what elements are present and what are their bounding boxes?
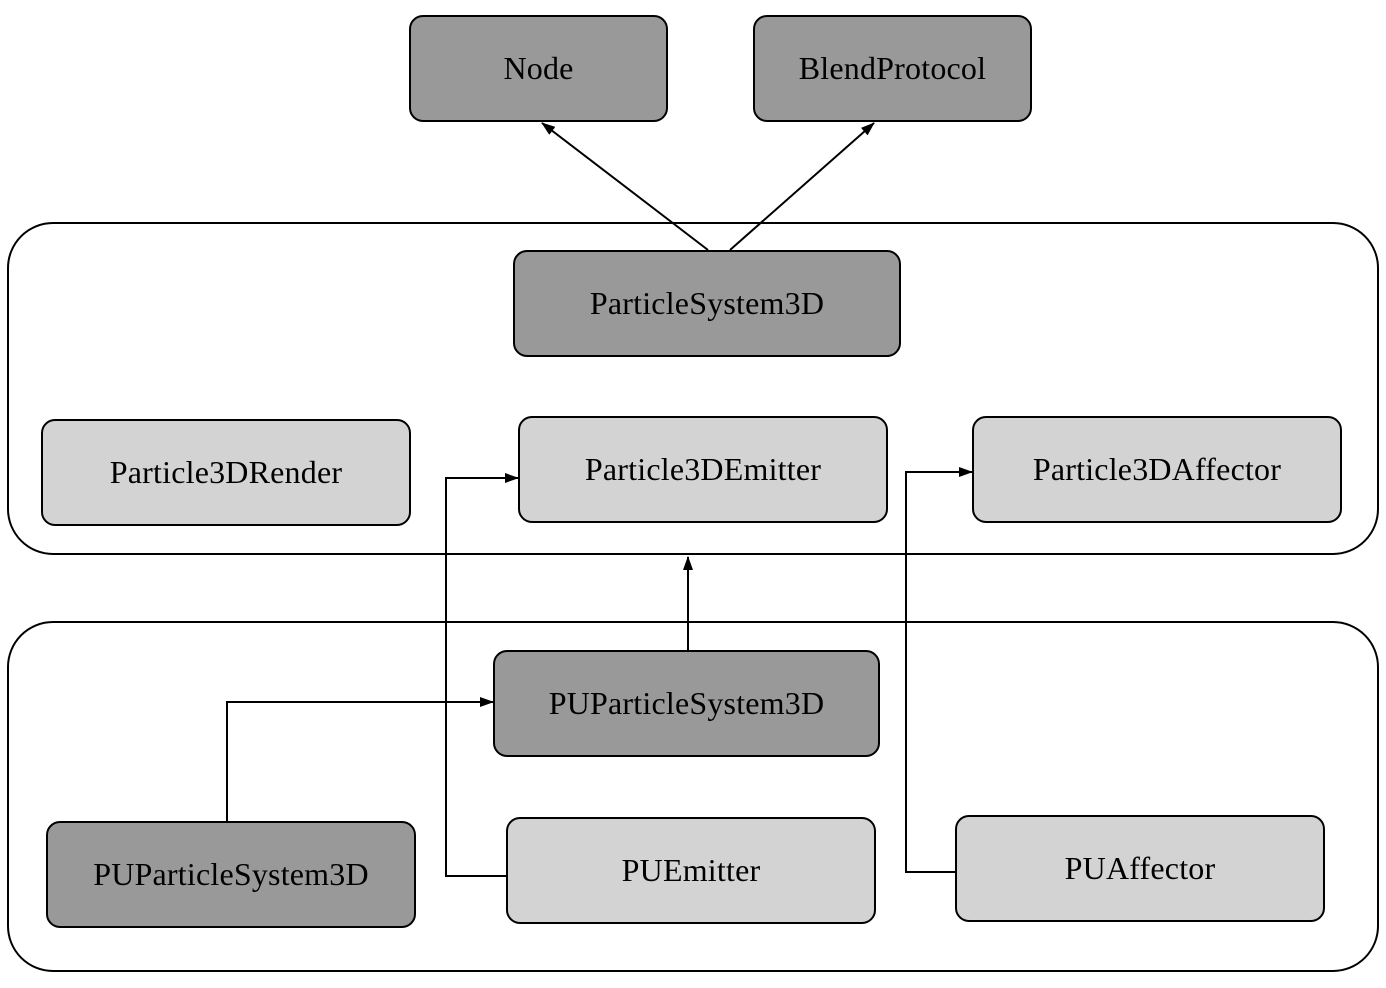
- node-puparticlesystem3d-child: PUParticleSystem3D: [46, 821, 416, 928]
- node-particlesystem3d-label: ParticleSystem3D: [589, 285, 825, 321]
- node-node-label: Node: [503, 50, 574, 86]
- node-puparticlesystem3d-child-label: PUParticleSystem3D: [93, 856, 369, 892]
- node-particlesystem3d: ParticleSystem3D: [513, 250, 901, 357]
- node-node: Node: [409, 15, 668, 122]
- node-puaffector-label: PUAffector: [1064, 850, 1216, 886]
- node-puparticlesystem3d: PUParticleSystem3D: [493, 650, 880, 757]
- node-puparticlesystem3d-label: PUParticleSystem3D: [548, 685, 825, 721]
- node-puemitter: PUEmitter: [506, 817, 876, 924]
- node-puemitter-label: PUEmitter: [621, 852, 761, 888]
- node-blendprotocol-label: BlendProtocol: [798, 50, 987, 86]
- node-particle3demitter: Particle3DEmitter: [518, 416, 888, 523]
- node-puaffector: PUAffector: [955, 815, 1325, 922]
- node-particle3demitter-label: Particle3DEmitter: [584, 451, 822, 487]
- node-blendprotocol: BlendProtocol: [753, 15, 1032, 122]
- node-particle3daffector: Particle3DAffector: [972, 416, 1342, 523]
- node-particle3drender-label: Particle3DRender: [109, 454, 343, 490]
- group-pu: [7, 621, 1379, 972]
- node-particle3daffector-label: Particle3DAffector: [1032, 451, 1282, 487]
- node-particle3drender: Particle3DRender: [41, 419, 411, 526]
